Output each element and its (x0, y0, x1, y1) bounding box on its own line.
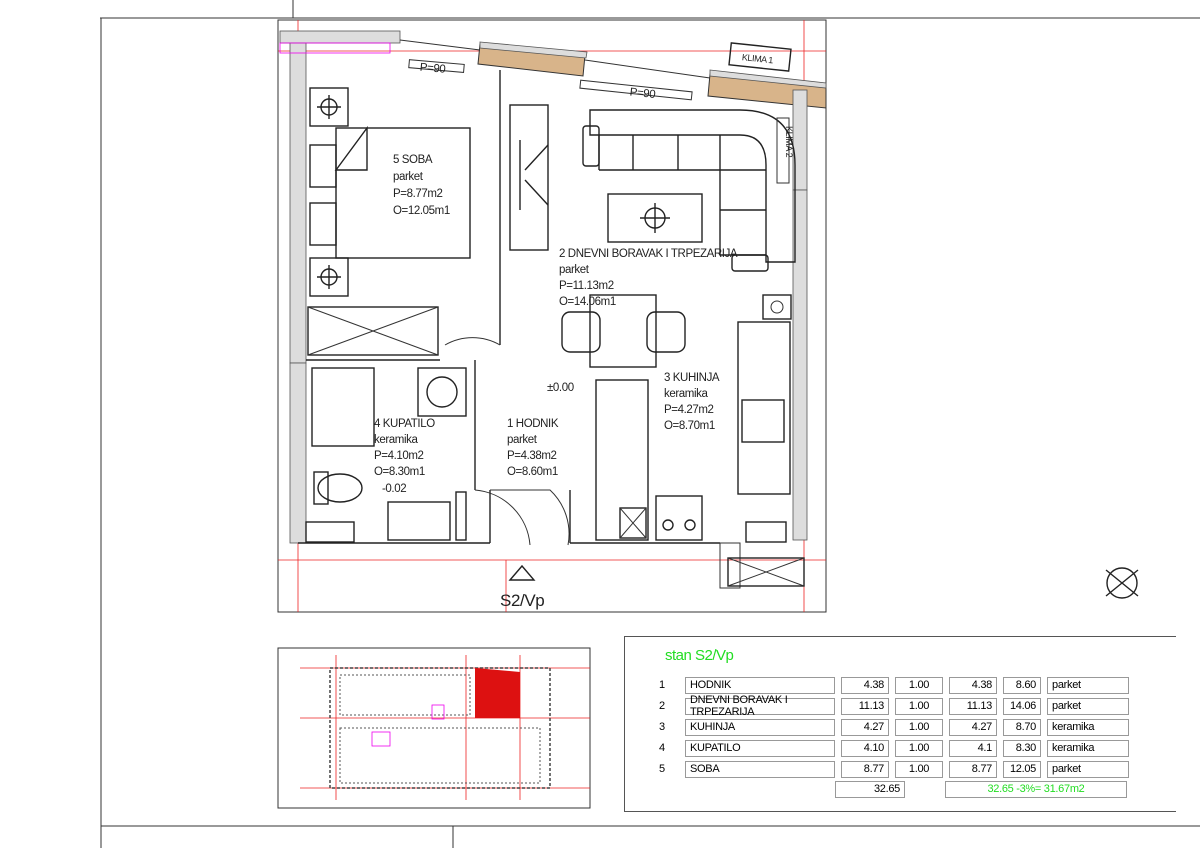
svg-text:P=4.27m2: P=4.27m2 (664, 404, 714, 416)
total-area: 32.65 (835, 780, 905, 798)
cell-coef: 1.00 (895, 739, 943, 757)
highlighted-unit (475, 668, 520, 718)
cell-perim: 12.05 (1003, 760, 1041, 778)
table-row: 2 DNEVNI BORAVAK I TRPEZARIJA 11.13 1.00 11.… (659, 694, 1135, 718)
cell-area: 8.77 (841, 760, 889, 778)
svg-text:P=8.77m2: P=8.77m2 (393, 188, 443, 200)
level-mark-bath: -0.02 (382, 483, 406, 495)
cell-net: 11.13 (949, 697, 997, 715)
svg-text:O=8.30m1: O=8.30m1 (374, 466, 425, 478)
cell-perim: 8.60 (1003, 676, 1041, 694)
svg-text:4 KUPATILO: 4 KUPATILO (374, 418, 435, 430)
svg-text:P=4.38m2: P=4.38m2 (507, 450, 557, 462)
cell-net: 8.77 (949, 760, 997, 778)
cell-perim: 8.30 (1003, 739, 1041, 757)
svg-text:2 DNEVNI BORAVAK I TRPEZARIJA: 2 DNEVNI BORAVAK I TRPEZARIJA (559, 248, 738, 260)
cell-no: 2 (659, 700, 666, 712)
cell-no: 4 (659, 742, 666, 754)
svg-text:O=14.06m1: O=14.06m1 (559, 296, 616, 308)
cell-net: 4.1 (949, 739, 997, 757)
total-reduced-area: 32.65 -3%= 31.67m2 (945, 780, 1127, 798)
svg-text:parket: parket (559, 264, 590, 276)
room-label-hodnik: 1 HODNIK parket P=4.38m2 O=8.60m1 (507, 418, 559, 478)
cell-floor: parket (1047, 697, 1129, 715)
cell-no: 3 (659, 721, 666, 733)
entrance-marker-icon (508, 564, 536, 581)
table-row: 4 KUPATILO 4.10 1.00 4.1 8.30 keramika (659, 739, 1135, 757)
cell-floor: keramika (1047, 718, 1129, 736)
cell-coef: 1.00 (895, 697, 943, 715)
sheet-frame (100, 0, 1200, 848)
table-row: 5 SOBA 8.77 1.00 8.77 12.05 parket (659, 760, 1135, 778)
north-arrow-icon (1105, 567, 1139, 599)
cell-coef: 1.00 (895, 760, 943, 778)
cell-area: 11.13 (841, 697, 889, 715)
cell-name: DNEVNI BORAVAK I TRPEZARIJA (685, 694, 835, 718)
cell-no: 5 (659, 763, 666, 775)
cell-net: 4.27 (949, 718, 997, 736)
svg-text:1 HODNIK: 1 HODNIK (507, 418, 559, 430)
level-mark-main: ±0.00 (547, 382, 574, 394)
cell-name: KUPATILO (685, 739, 835, 757)
key-plan-thumbnail (277, 647, 591, 809)
ac-label: KLIMA 1 (741, 52, 773, 65)
bedroom-furniture (307, 87, 471, 356)
ac-label: KLIMA 2 (784, 126, 794, 158)
table-row: 3 KUHINJA 4.27 1.00 4.27 8.70 keramika (659, 718, 1135, 736)
cell-name: KUHINJA (685, 718, 835, 736)
cell-coef: 1.00 (895, 718, 943, 736)
room-label-soba: 5 SOBA parket P=8.77m2 O=12.05m1 (393, 154, 450, 217)
svg-text:5 SOBA: 5 SOBA (393, 154, 433, 166)
unit-label: S2/Vp (500, 591, 544, 610)
window-label: P=90 (629, 86, 656, 101)
cell-net: 4.38 (949, 676, 997, 694)
table-title: stan S2/Vp (665, 647, 734, 664)
svg-text:P=4.10m2: P=4.10m2 (374, 450, 424, 462)
kitchen-furniture (595, 294, 792, 543)
cell-perim: 8.70 (1003, 718, 1041, 736)
axis-grid (278, 20, 826, 612)
area-table: stan S2/Vp 1 HODNIK 4.38 1.00 4.38 8.60 parket… (624, 636, 1176, 812)
cell-area: 4.38 (841, 676, 889, 694)
table-row: 1 HODNIK 4.38 1.00 4.38 8.60 parket (659, 676, 1135, 694)
cell-floor: keramika (1047, 739, 1129, 757)
cell-name: SOBA (685, 760, 835, 778)
svg-text:keramika: keramika (374, 434, 418, 446)
svg-text:O=8.70m1: O=8.70m1 (664, 420, 715, 432)
cell-coef: 1.00 (895, 676, 943, 694)
cell-perim: 14.06 (1003, 697, 1041, 715)
room-label-dnevni-boravak: 2 DNEVNI BORAVAK I TRPEZARIJA parket P=1… (559, 248, 738, 308)
cell-area: 4.10 (841, 739, 889, 757)
cell-name: HODNIK (685, 676, 835, 694)
window-label: P=90 (419, 62, 446, 76)
svg-text:O=8.60m1: O=8.60m1 (507, 466, 558, 478)
cell-floor: parket (1047, 676, 1129, 694)
cell-area: 4.27 (841, 718, 889, 736)
svg-text:P=11.13m2: P=11.13m2 (559, 280, 614, 292)
living-furniture (408, 42, 796, 368)
room-label-kupatilo: 4 KUPATILO keramika P=4.10m2 O=8.30m1 (374, 418, 436, 478)
walls (279, 30, 827, 589)
svg-text:3 KUHINJA: 3 KUHINJA (664, 372, 720, 384)
cell-no: 1 (659, 679, 666, 691)
room-label-kuhinja: 3 KUHINJA keramika P=4.27m2 O=8.70m1 (664, 372, 720, 432)
svg-text:parket: parket (393, 171, 424, 183)
cell-floor: parket (1047, 760, 1129, 778)
svg-text:parket: parket (507, 434, 538, 446)
svg-text:O=12.05m1: O=12.05m1 (393, 205, 450, 217)
svg-text:keramika: keramika (664, 388, 708, 400)
bathroom-furniture (305, 367, 467, 543)
